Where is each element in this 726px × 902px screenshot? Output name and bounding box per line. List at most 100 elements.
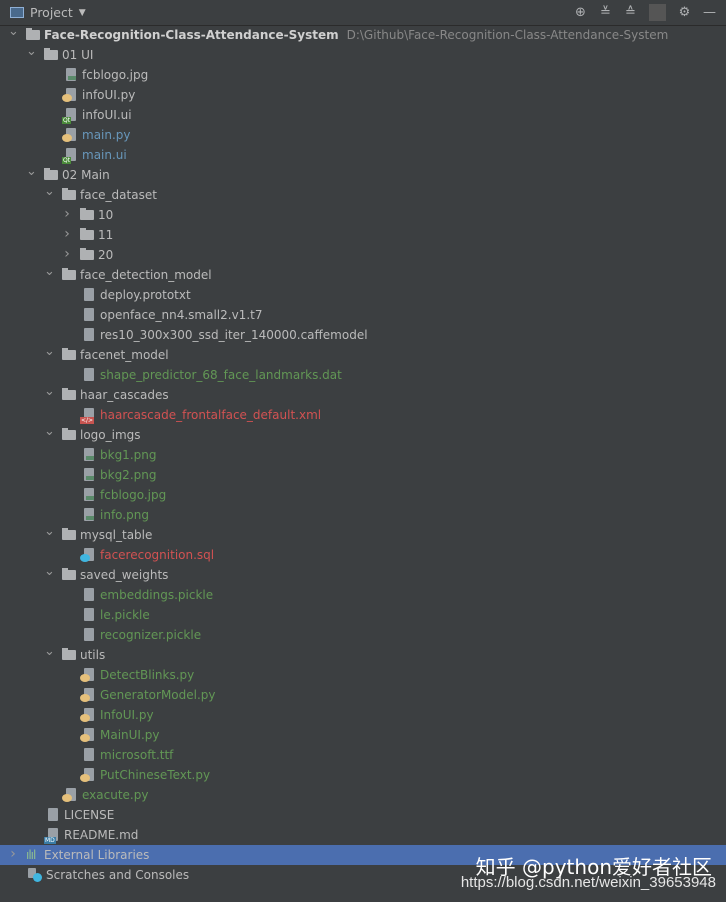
tree-item[interactable]: </>haarcascade_frontalface_default.xml [0, 405, 726, 425]
tree-folder[interactable]: ⌄ logo_imgs [0, 424, 726, 445]
folder-icon [44, 48, 58, 60]
tree-item[interactable]: embeddings.pickle [0, 585, 726, 605]
tree-item[interactable]: openface_nn4.small2.v1.t7 [0, 305, 726, 325]
chevron-down-icon[interactable]: ⌄ [44, 424, 55, 439]
tree-item-label: microsoft.ttf [100, 748, 174, 762]
folder-icon [80, 228, 94, 240]
tree-item[interactable]: fcblogo.jpg [0, 65, 726, 85]
tree-item-label: main.ui [82, 148, 127, 162]
chevron-down-icon[interactable]: ⌄ [8, 24, 19, 39]
tree-folder[interactable]: ⌄utils [0, 644, 726, 665]
tree-folder[interactable]: ›20 [0, 245, 726, 265]
python-file-icon [62, 88, 78, 102]
tree-folder[interactable]: ⌄ 02 Main [0, 164, 726, 185]
tree-item[interactable]: bkg1.png [0, 445, 726, 465]
chevron-down-icon[interactable]: ⌄ [44, 264, 55, 279]
tree-item[interactable]: le.pickle [0, 605, 726, 625]
tree-item[interactable]: MainUI.py [0, 725, 726, 745]
tree-item[interactable]: InfoUI.py [0, 705, 726, 725]
locate-icon[interactable]: ⊕ [575, 5, 586, 20]
tree-item-label: facerecognition.sql [100, 548, 215, 562]
chevron-down-icon[interactable]: ⌄ [44, 384, 55, 399]
chevron-right-icon[interactable]: › [64, 226, 70, 242]
tree-item-label: info.png [100, 508, 149, 522]
tree-folder[interactable]: ⌄face_dataset [0, 184, 726, 205]
chevron-right-icon[interactable]: › [64, 206, 70, 222]
tree-item[interactable]: Scratches and Consoles [0, 865, 726, 885]
chevron-right-icon[interactable]: › [10, 846, 16, 862]
tree-folder[interactable]: ⌄saved_weights [0, 564, 726, 585]
tree-item-label: main.py [82, 128, 131, 142]
chevron-down-icon[interactable]: ⌄ [26, 44, 37, 59]
expand-all-icon[interactable]: ≚ [600, 5, 611, 20]
tree-item[interactable]: shape_predictor_68_face_landmarks.dat [0, 365, 726, 385]
tree-item-label: facenet_model [80, 348, 169, 362]
markdown-file-icon: MD [44, 828, 60, 844]
chevron-right-icon[interactable]: › [64, 246, 70, 262]
tree-item-label: InfoUI.py [100, 708, 154, 722]
tree-item[interactable]: GeneratorModel.py [0, 685, 726, 705]
image-file-icon [64, 68, 78, 82]
tree-folder[interactable]: ⌄mysql_table [0, 524, 726, 545]
tree-item[interactable]: Qt infoUI.ui [0, 105, 726, 125]
text-file-icon [82, 288, 96, 302]
tree-item-label: MainUI.py [100, 728, 160, 742]
tree-item-label: face_detection_model [80, 268, 212, 282]
tree-item-label: fcblogo.jpg [82, 68, 149, 82]
chevron-down-icon[interactable]: ▼ [78, 7, 86, 18]
tree-item[interactable]: fcblogo.jpg [0, 485, 726, 505]
python-file-icon [80, 688, 96, 702]
tree-item[interactable]: infoUI.py [0, 85, 726, 105]
tree-item-label: logo_imgs [80, 428, 141, 442]
tree-item[interactable]: deploy.prototxt [0, 285, 726, 305]
minimize-icon[interactable]: — [703, 5, 716, 20]
tree-item[interactable]: LICENSE [0, 805, 726, 825]
tree-item[interactable]: bkg2.png [0, 465, 726, 485]
tree-item[interactable]: recognizer.pickle [0, 625, 726, 645]
chevron-down-icon[interactable]: ⌄ [44, 644, 55, 659]
project-view-title[interactable]: Project [30, 5, 73, 20]
folder-icon [62, 568, 76, 580]
tree-item-label: exacute.py [82, 788, 149, 802]
tree-item[interactable]: res10_300x300_ssd_iter_140000.caffemodel [0, 325, 726, 345]
folder-icon [80, 248, 94, 260]
tree-folder[interactable]: ⌄ face_detection_model [0, 264, 726, 285]
python-file-icon [62, 128, 78, 142]
qt-ui-file-icon: Qt [62, 108, 78, 124]
tree-item-label: bkg2.png [100, 468, 157, 482]
chevron-down-icon[interactable]: ⌄ [44, 564, 55, 579]
chevron-down-icon[interactable]: ⌄ [44, 344, 55, 359]
image-file-icon [82, 448, 96, 462]
tree-item-label: haarcascade_frontalface_default.xml [100, 408, 322, 422]
file-icon [82, 328, 96, 342]
collapse-all-icon[interactable]: ≙ [625, 5, 636, 20]
tree-item[interactable]: main.py [0, 125, 726, 145]
tree-folder[interactable]: ⌄haar_cascades [0, 384, 726, 405]
tree-item[interactable]: facerecognition.sql [0, 545, 726, 565]
tree-item[interactable]: microsoft.ttf [0, 745, 726, 765]
tree-folder[interactable]: ⌄Face-Recognition-Class-Attendance-Syste… [0, 24, 726, 45]
chevron-down-icon[interactable]: ⌄ [44, 524, 55, 539]
tree-item[interactable]: PutChineseText.py [0, 765, 726, 785]
tree-item-label: 02 Main [62, 168, 110, 182]
python-file-icon [62, 788, 78, 802]
tree-item[interactable]: info.png [0, 505, 726, 525]
tree-item-label: Scratches and Consoles [46, 868, 190, 882]
tree-folder[interactable]: ⌄01 UI [0, 44, 726, 65]
tree-folder[interactable]: ›11 [0, 225, 726, 245]
folder-icon [62, 388, 76, 400]
chevron-down-icon[interactable]: ⌄ [26, 164, 37, 179]
chevron-down-icon[interactable]: ⌄ [44, 184, 55, 199]
tree-item[interactable]: DetectBlinks.py [0, 665, 726, 685]
python-file-icon [80, 728, 96, 742]
tree-item-label: infoUI.ui [82, 108, 132, 122]
tree-folder[interactable]: ⌄ facenet_model [0, 344, 726, 365]
tree-folder[interactable]: ›10 [0, 205, 726, 225]
gear-icon[interactable]: ⚙ [678, 5, 691, 20]
folder-icon [62, 648, 76, 660]
tree-item[interactable]: exacute.py [0, 785, 726, 805]
file-icon [82, 748, 96, 762]
